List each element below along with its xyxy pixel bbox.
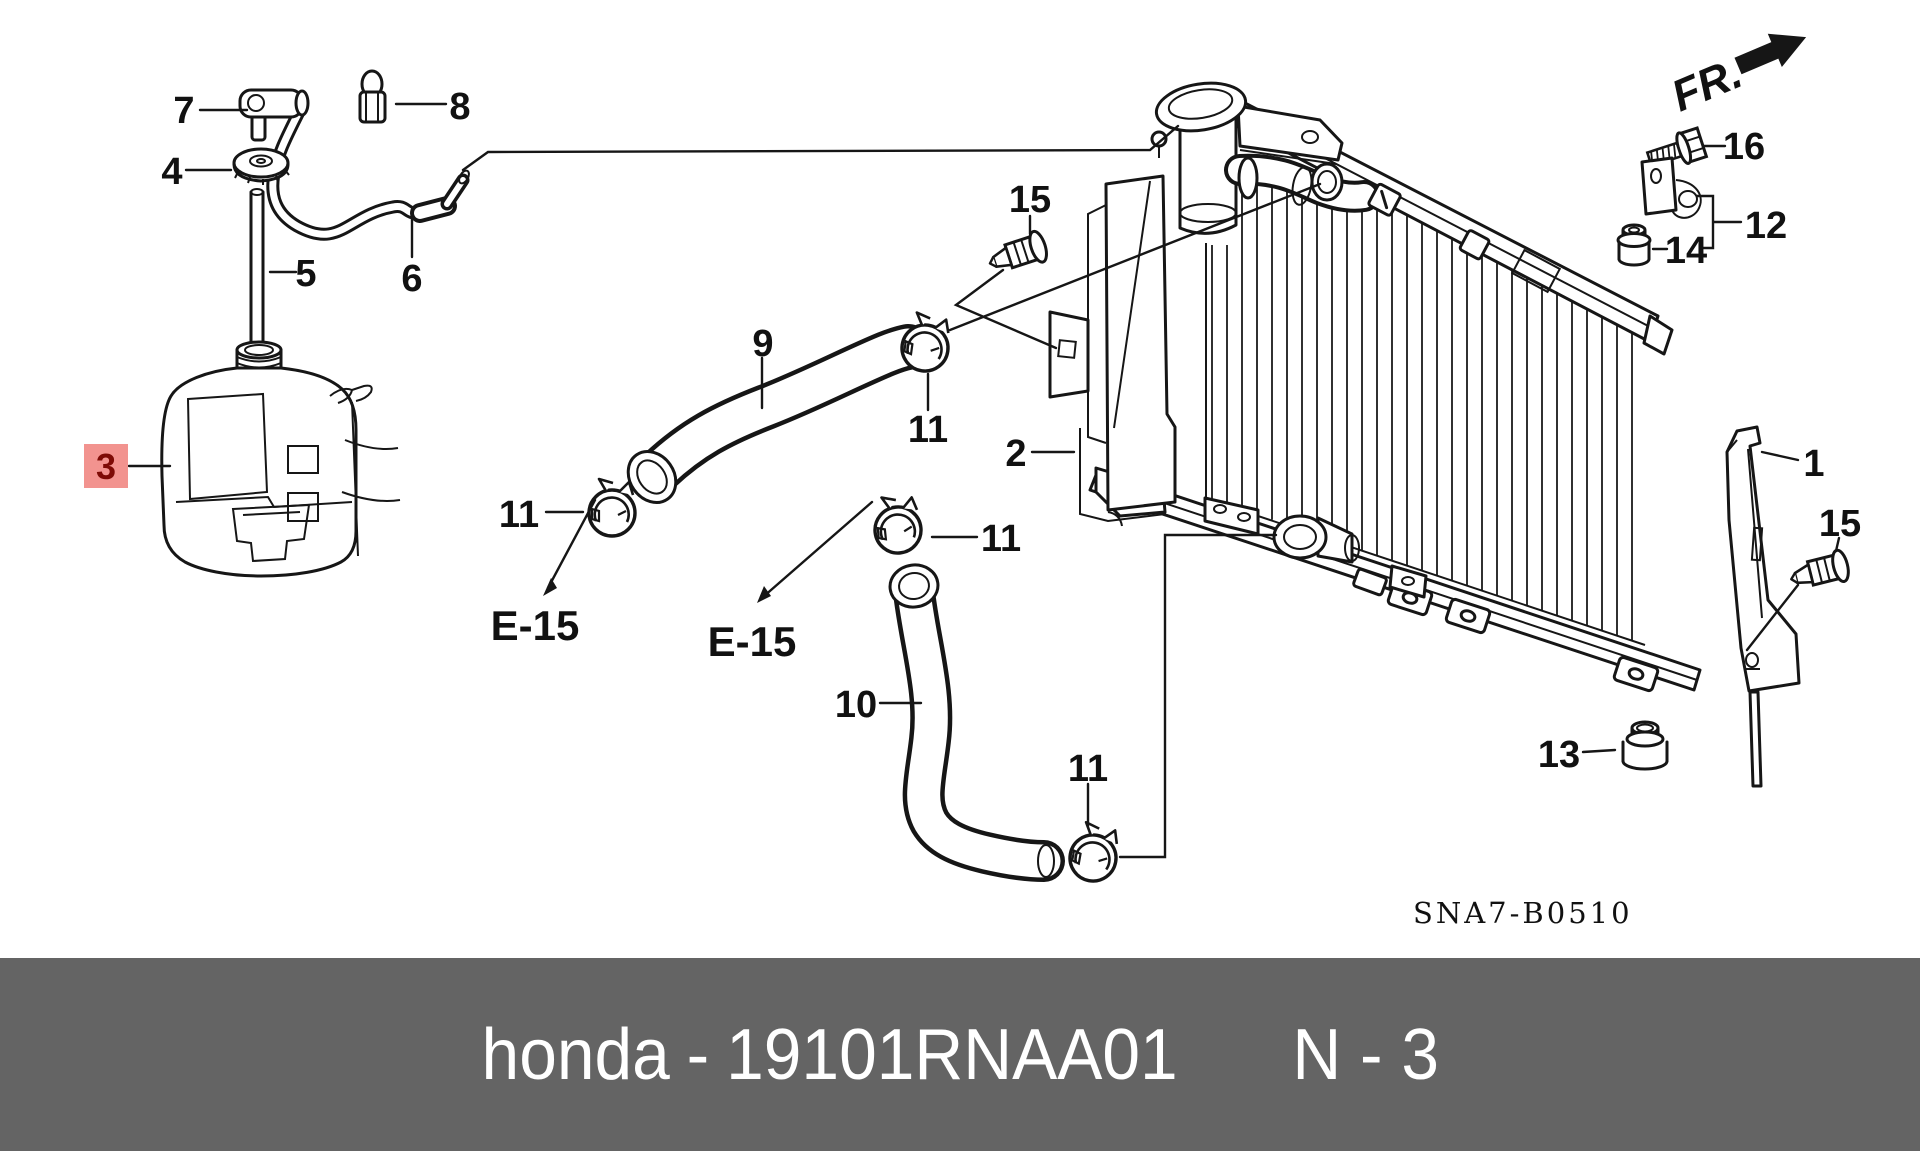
ref-e15-left[interactable]: E-15: [491, 602, 580, 649]
footer-page-ref: N - 3: [1292, 1014, 1439, 1095]
part-15-drain-plug-top: [983, 227, 1052, 280]
callout-part-14[interactable]: 14: [1665, 230, 1707, 272]
callout-part-5[interactable]: 5: [295, 253, 316, 295]
arrow-icon: [1734, 33, 1807, 75]
e15-arrow-left: [543, 498, 597, 596]
callout-part-1[interactable]: 1: [1803, 443, 1824, 485]
callout-part-15a[interactable]: 15: [1009, 179, 1051, 221]
parts-diagram: 7 4 5 8 6 3 9 11 11 11 11 10 2 15 16 12 …: [84, 33, 1862, 930]
callout-part-4[interactable]: 4: [161, 151, 182, 193]
callout-part-11d[interactable]: 11: [1068, 748, 1108, 790]
callout-part-16[interactable]: 16: [1723, 126, 1765, 168]
part-10-lower-hose-drawing: [888, 563, 1065, 882]
drawing-code: SNA7-B0510: [1413, 896, 1633, 930]
part-13-mount-cushion-drawing: [1621, 720, 1669, 771]
footer-text: honda - 19101RNAA01 N - 3: [481, 1014, 1438, 1096]
callout-part-13[interactable]: 13: [1538, 734, 1580, 776]
callout-part-15b[interactable]: 15: [1819, 503, 1861, 545]
part-11-clamp-mid: [869, 492, 925, 557]
callout-part-2[interactable]: 2: [1005, 433, 1026, 475]
highlight-box: [84, 444, 128, 488]
part-14-mount-cushion-drawing: [1616, 223, 1652, 267]
footer-brand: honda: [481, 1014, 670, 1095]
part-4-tank-cap-drawing: [232, 147, 290, 185]
callout-part-11b[interactable]: 11: [908, 409, 948, 451]
part-8-tube-clip-drawing: [358, 69, 387, 124]
part-12-bracket-drawing: [1640, 156, 1702, 219]
radiator-core-fins: [1211, 168, 1633, 641]
part-9-upper-hose-drawing: [626, 324, 931, 504]
radiator-filler-neck: [1150, 81, 1344, 235]
callout-part-3-highlighted[interactable]: 3: [84, 444, 128, 488]
callout-part-11a[interactable]: 11: [499, 494, 539, 536]
diagram-canvas: 7 4 5 8 6 3 9 11 11 11 11 10 2 15 16 12 …: [84, 33, 1861, 930]
e15-arrow-right: [757, 500, 874, 603]
callout-part-6[interactable]: 6: [401, 258, 422, 300]
part-11-clamp-left: [587, 477, 637, 538]
ref-e15-right[interactable]: E-15: [708, 618, 797, 665]
callout-part-8[interactable]: 8: [449, 86, 470, 128]
footer-part-number: 19101RNAA01: [725, 1014, 1178, 1095]
callout-part-10[interactable]: 10: [835, 684, 877, 726]
footer-separator: -: [686, 1014, 709, 1095]
part-1-bracket-drawing: [1725, 425, 1801, 788]
part-11-clamp-bottom: [1064, 818, 1124, 887]
part-6-overflow-tube-drawing: [266, 105, 470, 241]
radiator-inlet-pipe: [1224, 153, 1562, 294]
callout-part-12[interactable]: 12: [1745, 205, 1787, 247]
part-5-tank-tube-drawing: [249, 188, 265, 346]
part-2-shroud-plate-drawing: [1048, 174, 1177, 527]
leader-lines: [127, 102, 1841, 859]
radiator-outlet-pipe: [1203, 496, 1428, 599]
callout-part-11c[interactable]: 11: [981, 518, 1021, 560]
part-11-clamp-top: [897, 309, 955, 376]
callout-part-3: 3: [96, 446, 116, 487]
callout-part-9[interactable]: 9: [752, 323, 773, 365]
footer-bar: honda - 19101RNAA01 N - 3: [0, 958, 1920, 1151]
part-7-joint-elbow-drawing: [238, 88, 310, 142]
callout-part-7[interactable]: 7: [173, 90, 194, 132]
fr-direction-arrow: FR.: [1665, 33, 1807, 121]
part-3-reservoir-tank-drawing: [160, 340, 401, 578]
